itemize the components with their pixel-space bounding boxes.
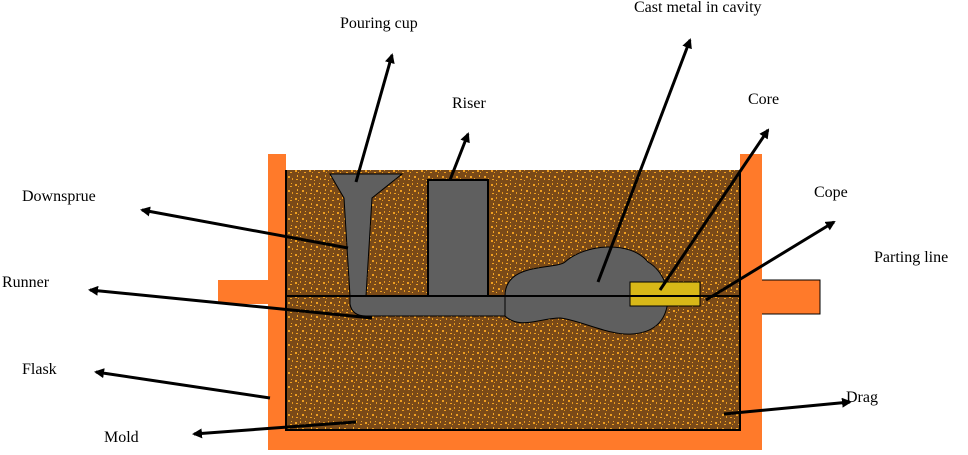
cope-arrow [705, 220, 836, 302]
label-mold: Mold [104, 429, 139, 446]
downsprue-arrow [140, 206, 349, 250]
flask-arrow [94, 368, 271, 400]
cast-metal-arrow [596, 38, 692, 283]
label-cope: Cope [814, 184, 848, 201]
flask-right-wall [740, 154, 762, 450]
riser-arrow [448, 132, 470, 181]
core-arrow [658, 128, 770, 291]
label-parting-line: Parting line [874, 249, 949, 266]
flask-left-handle [218, 280, 270, 304]
label-flask: Flask [22, 361, 57, 378]
label-core: Core [748, 91, 780, 108]
flask-inner-outline [285, 170, 741, 431]
label-drag: Drag [846, 389, 878, 406]
runner-arrow [88, 285, 373, 320]
drag-arrow [723, 397, 852, 416]
label-pouring-cup: Pouring cup [340, 15, 418, 32]
label-runner: Runner [2, 274, 50, 291]
label-riser: Riser [452, 95, 486, 112]
label-downsprue: Downsprue [22, 188, 96, 205]
flask-bottom [268, 430, 762, 450]
runner-shape [349, 295, 521, 318]
flask-right-handle [759, 279, 821, 315]
riser-shape [427, 179, 489, 297]
label-cast-metal: Cast metal in cavity [634, 0, 762, 16]
pouring-cup-arrow [354, 53, 395, 183]
flask-left-wall [268, 154, 286, 450]
mold-arrow [192, 420, 357, 439]
core-shape [629, 281, 701, 307]
